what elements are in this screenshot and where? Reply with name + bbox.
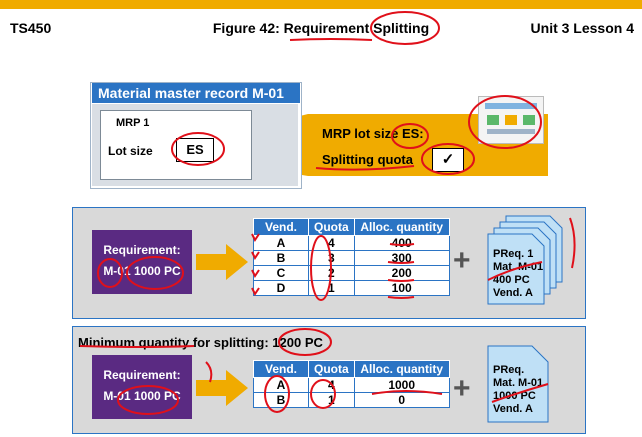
arrow-right-icon (196, 370, 248, 406)
alloc-cell: 300 (353, 250, 450, 266)
plus-sign: + (453, 244, 471, 277)
requirement-label: Requirement: (103, 368, 181, 382)
alloc-cell: 400 (353, 235, 450, 251)
requirement-quantity: M-01 1000 PC (103, 389, 181, 403)
course-code: TS450 (10, 20, 52, 36)
quota-cell: 4 (308, 235, 355, 251)
table-row: C 2 200 (253, 265, 450, 281)
requirement-box: Requirement: M-01 1000 PC (92, 355, 192, 419)
alloc-cell: 200 (353, 265, 450, 281)
column-header: Quota (308, 218, 355, 236)
purchase-requisition-text: PReq. Mat. M-01 1000 PC Vend. A (493, 364, 544, 415)
requirement-quantity: M-01 1000 PC (103, 264, 181, 278)
splitting-quota-label: Splitting quota (322, 152, 413, 167)
quota-cell: 1 (308, 392, 355, 408)
top-accent-bar (0, 0, 642, 9)
mrp-lot-size-text: MRP lot size ES: (322, 126, 424, 141)
column-header: Quota (308, 360, 355, 378)
quota-cell: 1 (308, 280, 355, 296)
alloc-cell: 0 (353, 392, 450, 408)
purchase-requisition-text: PReq. 1 Mat. M-01 400 PC Vend. A (493, 248, 544, 299)
table-row: D 1 100 (253, 280, 450, 296)
vendor-cell: B (253, 392, 309, 408)
lot-size-label: Lot size (108, 144, 153, 158)
requirement-box: Requirement: M-01 1000 PC (92, 230, 192, 294)
vendor-cell: D (253, 280, 309, 296)
app-thumbnail-icon (478, 96, 544, 144)
column-header: Alloc. quantity (353, 360, 450, 378)
minimum-quantity-row: Minimum quantity for splitting: 1200 PC (78, 335, 323, 350)
column-header: Vend. (253, 218, 309, 236)
table-row: A 4 1000 (253, 377, 450, 393)
material-master-title: Material master record M-01 (92, 83, 300, 103)
mrp-view-label: MRP 1 (116, 117, 150, 129)
arrow-right-icon (196, 244, 248, 280)
splitting-quota-checkbox[interactable]: ✓ (432, 148, 464, 172)
vendor-cell: A (253, 235, 309, 251)
table-row: B 1 0 (253, 392, 450, 408)
quota-table: Vend. Quota Alloc. quantity A 4 400 B 3 … (253, 218, 450, 296)
unit-lesson: Unit 3 Lesson 4 (530, 20, 634, 36)
column-header: Vend. (253, 360, 309, 378)
requirement-label: Requirement: (103, 243, 181, 257)
quota-table: Vend. Quota Alloc. quantity A 4 1000 B 1… (253, 360, 450, 408)
vendor-cell: C (253, 265, 309, 281)
minimum-quantity-label: Minimum quantity for splitting: (78, 335, 269, 350)
table-row: B 3 300 (253, 250, 450, 266)
quota-cell: 4 (308, 377, 355, 393)
column-header: Alloc. quantity (353, 218, 450, 236)
quota-cell: 3 (308, 250, 355, 266)
lot-size-field[interactable]: ES (176, 138, 214, 162)
alloc-cell: 1000 (353, 377, 450, 393)
plus-sign: + (453, 372, 471, 405)
quota-cell: 2 (308, 265, 355, 281)
vendor-cell: A (253, 377, 309, 393)
minimum-quantity-value: 1200 PC (272, 335, 323, 350)
alloc-cell: 100 (353, 280, 450, 296)
table-row: A 4 400 (253, 235, 450, 251)
vendor-cell: B (253, 250, 309, 266)
